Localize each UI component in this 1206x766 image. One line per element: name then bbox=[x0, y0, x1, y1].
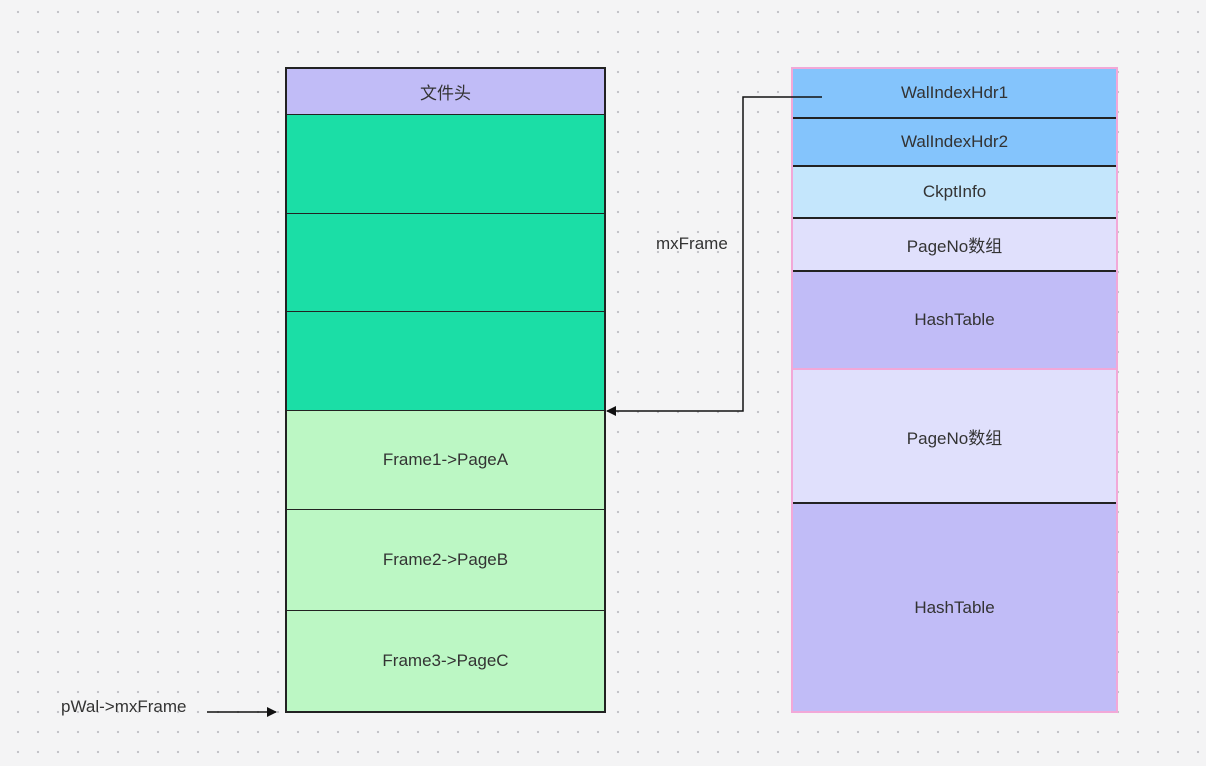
wal-index-hdr1-label: WalIndexHdr1 bbox=[900, 83, 1009, 102]
wal-frame-3: Frame3->PageC bbox=[287, 611, 604, 711]
wal-file-header-label: 文件头 bbox=[420, 84, 471, 103]
wal-frame-unused-1 bbox=[287, 115, 604, 214]
wal-index-column: WalIndexHdr1 WalIndexHdr2 CkptInfo PageN… bbox=[791, 67, 1118, 713]
wal-frame-2: Frame2->PageB bbox=[287, 510, 604, 611]
wal-index-ckpt-info: CkptInfo bbox=[793, 167, 1116, 219]
wal-frame-1: Frame1->PageA bbox=[287, 411, 604, 510]
wal-index-pageno-1: PageNo数组 bbox=[793, 219, 1116, 272]
wal-index-hashtable-2-label: HashTable bbox=[914, 597, 995, 617]
wal-index-hdr2: WalIndexHdr2 bbox=[793, 119, 1116, 167]
wal-index-hashtable-2: HashTable bbox=[793, 504, 1116, 711]
wal-index-pageno-2-label: PageNo数组 bbox=[906, 428, 1003, 448]
wal-frame-3-label: Frame3->PageC bbox=[382, 651, 509, 670]
wal-file-column: 文件头 Frame1->PageA Frame2->PageB Frame3->… bbox=[285, 67, 606, 713]
wal-frame-unused-3 bbox=[287, 312, 604, 411]
wal-index-hashtable-1: HashTable bbox=[793, 272, 1116, 370]
mxframe-label: mxFrame bbox=[656, 234, 728, 253]
wal-index-pageno-2: PageNo数组 bbox=[793, 370, 1116, 504]
pwal-mxframe-label: pWal->mxFrame bbox=[61, 697, 187, 716]
mxframe-connector bbox=[606, 96, 822, 416]
wal-index-hashtable-1-label: HashTable bbox=[914, 310, 995, 329]
wal-index-ckpt-label: CkptInfo bbox=[922, 182, 987, 201]
wal-index-hdr1: WalIndexHdr1 bbox=[793, 69, 1116, 119]
wal-index-pageno-1-label: PageNo数组 bbox=[906, 237, 1003, 256]
wal-frame-unused-2 bbox=[287, 214, 604, 312]
wal-index-hdr2-label: WalIndexHdr2 bbox=[900, 132, 1009, 151]
wal-file-header: 文件头 bbox=[287, 69, 604, 115]
wal-frame-1-label: Frame1->PageA bbox=[382, 450, 509, 469]
wal-frame-2-label: Frame2->PageB bbox=[382, 550, 509, 569]
